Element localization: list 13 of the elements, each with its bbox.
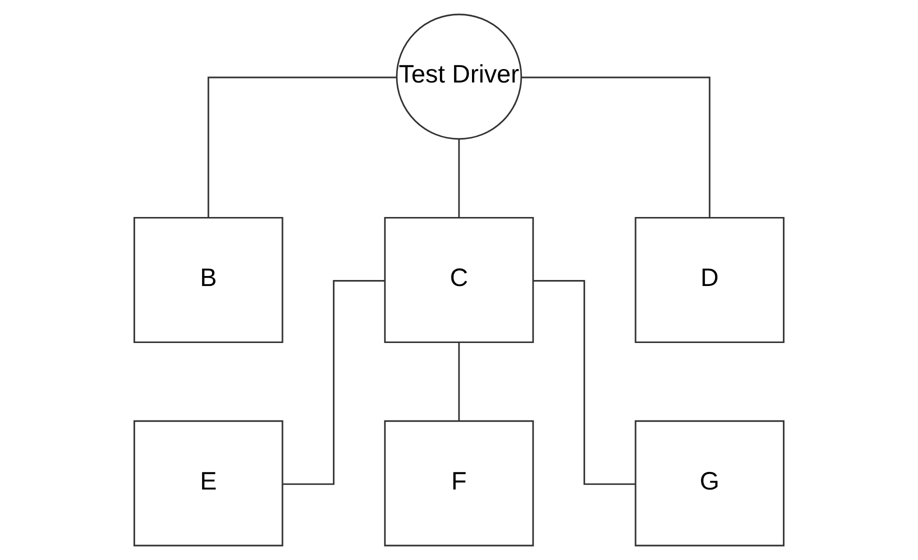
node-box: E xyxy=(134,420,284,546)
connector xyxy=(282,280,385,485)
connector xyxy=(458,139,460,218)
connector xyxy=(458,342,460,421)
connector xyxy=(208,76,396,218)
node-box: F xyxy=(384,420,534,546)
node-box: C xyxy=(384,216,534,344)
node-box: D xyxy=(634,216,784,344)
node-box: G xyxy=(634,420,784,546)
node-circle: Test Driver xyxy=(396,14,522,140)
connector xyxy=(533,280,636,485)
connector xyxy=(522,76,710,218)
node-box: B xyxy=(134,216,284,344)
